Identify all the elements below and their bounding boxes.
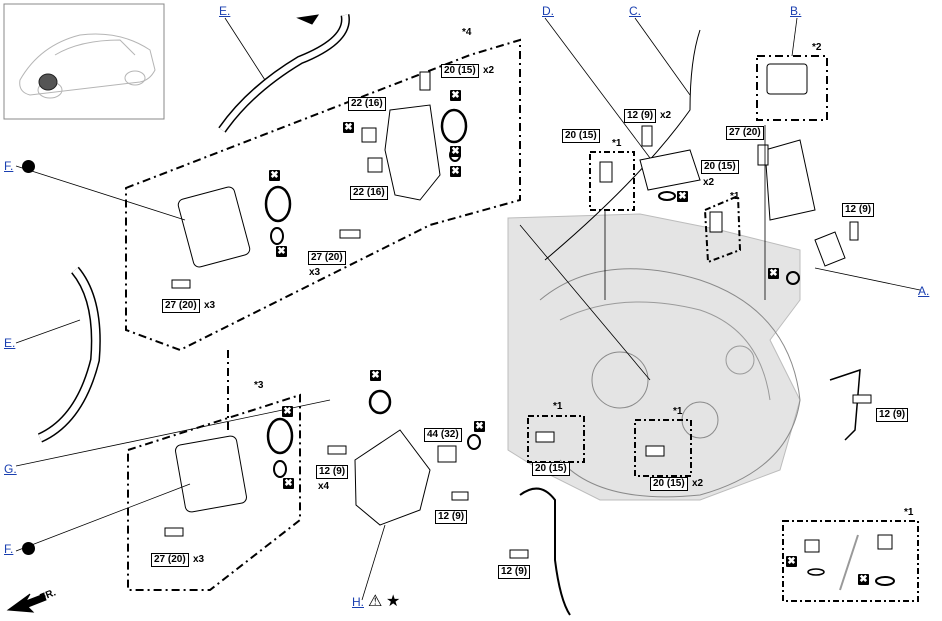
nonreusable-part-icon: ✖	[858, 574, 869, 585]
callout-f-bottom[interactable]: F.	[4, 542, 14, 556]
nonreusable-part-icon: ✖	[768, 268, 779, 279]
nonreusable-part-icon: ✖	[283, 478, 294, 489]
torque-label: 44 (32)	[424, 428, 462, 442]
torque-label: 12 (9)	[498, 565, 531, 579]
callout-g[interactable]: G.	[4, 462, 17, 476]
torque-label: 27 (20)	[162, 299, 200, 313]
callout-b[interactable]: B.	[790, 4, 802, 18]
callout-c[interactable]: C.	[629, 4, 641, 18]
group-marker: *1	[673, 406, 683, 417]
torque-label: 12 (9)	[876, 408, 909, 422]
torque-label: 22 (16)	[350, 186, 388, 200]
star-icon: ★	[386, 593, 401, 610]
nonreusable-part-icon: ✖	[269, 170, 280, 181]
callout-f-top[interactable]: F.	[4, 159, 14, 173]
torque-label: 27 (20)	[308, 251, 346, 265]
torque-label: 20 (15)	[701, 160, 739, 174]
front-arrow-icon	[6, 593, 47, 613]
torque-label: 12 (9)	[316, 465, 349, 479]
car-locator-icon	[19, 33, 156, 99]
torque-label: 27 (20)	[151, 553, 189, 567]
callout-a[interactable]: A.	[918, 284, 930, 298]
nonreusable-part-icon: ✖	[282, 406, 293, 417]
nonreusable-part-icon: ✖	[276, 246, 287, 257]
group-marker: *4	[462, 27, 472, 38]
quantity-label: x4	[318, 481, 330, 492]
group-marker: *1	[553, 401, 563, 412]
nonreusable-part-icon: ✖	[450, 90, 461, 101]
quantity-label: x3	[193, 554, 205, 565]
torque-label: 20 (15)	[532, 462, 570, 476]
torque-label: 27 (20)	[726, 126, 764, 140]
quantity-label: x2	[703, 177, 715, 188]
group-marker: *2	[812, 42, 822, 53]
nonreusable-part-icon: ✖	[474, 421, 485, 432]
torque-label: 20 (15)	[650, 477, 688, 491]
group-marker: *3	[254, 380, 264, 391]
callout-e-top[interactable]: E.	[219, 4, 231, 18]
torque-label: 20 (15)	[562, 129, 600, 143]
nonreusable-part-icon: ✖	[786, 556, 797, 567]
nonreusable-part-icon: ✖	[677, 191, 688, 202]
torque-label: 12 (9)	[624, 109, 657, 123]
apply-sealant-dot-icon	[22, 542, 35, 555]
nonreusable-part-icon: ✖	[450, 166, 461, 177]
quantity-label: x2	[660, 110, 672, 121]
warning-triangle-icon: ⚠	[368, 593, 383, 610]
quantity-label: x3	[309, 267, 321, 278]
nonreusable-part-icon: ✖	[370, 370, 381, 381]
quantity-label: x2	[692, 478, 704, 489]
callout-h[interactable]: H.	[352, 595, 364, 609]
torque-label: 12 (9)	[435, 510, 468, 524]
torque-label: 22 (16)	[348, 97, 386, 111]
apply-sealant-dot-icon	[22, 160, 35, 173]
callout-e-left[interactable]: E.	[4, 336, 16, 350]
torque-label: 20 (15)	[441, 64, 479, 78]
nonreusable-part-icon: ✖	[450, 146, 461, 157]
group-marker: *1	[612, 138, 622, 149]
nonreusable-part-icon: ✖	[343, 122, 354, 133]
group-marker: *1	[730, 191, 740, 202]
callout-d[interactable]: D.	[542, 4, 554, 18]
quantity-label: x3	[204, 300, 216, 311]
group-marker: *1	[904, 507, 914, 518]
quantity-label: x2	[483, 65, 495, 76]
torque-label: 12 (9)	[842, 203, 875, 217]
